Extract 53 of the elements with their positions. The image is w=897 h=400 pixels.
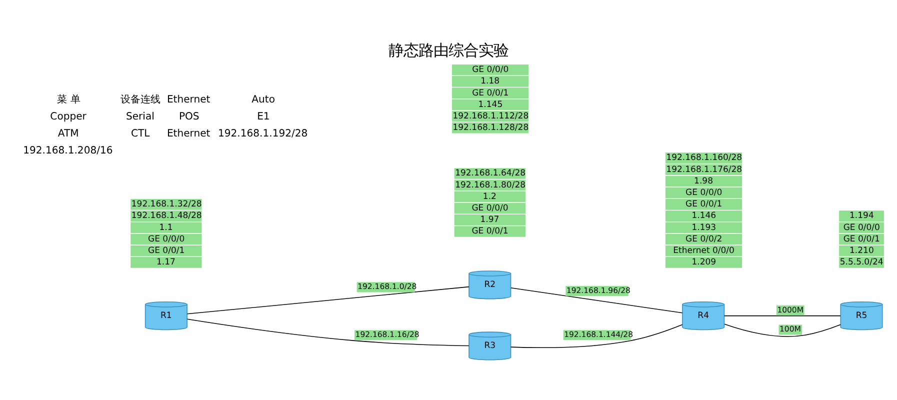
edge-label: 192.168.1.144/28 [564, 330, 634, 340]
edge-label: 1000M [777, 305, 804, 314]
node-label: 1.194 [850, 211, 874, 222]
label: 菜 单 [57, 94, 80, 106]
node-label: 192.168.1.32/28 [131, 200, 202, 210]
node-label: 1.1 [159, 222, 173, 233]
label: ATM [58, 128, 79, 140]
node-label: 192.168.1.160/28 [666, 153, 742, 164]
node-label: 192.168.1.176/28 [666, 164, 742, 175]
node-label: 1.97 [480, 215, 500, 226]
node-label: 192.168.1.128/28 [452, 123, 529, 134]
node-label: GE 0/0/1 [686, 200, 722, 210]
node-label: GE 0/0/1 [148, 246, 185, 256]
node-label: GE 0/0/0 [472, 203, 508, 214]
edge-label: 192.168.1.0/28 [358, 282, 417, 292]
edge-label: 192.168.1.96/28 [566, 286, 630, 296]
node-label: 1.210 [850, 246, 874, 256]
node-label: 5.5.5.0/24 [840, 258, 884, 268]
node-label: 1.146 [692, 211, 716, 222]
node-label: 192.168.1.48/28 [131, 211, 202, 222]
node-label: 1.2 [482, 192, 496, 202]
label: 设备连线 [120, 94, 161, 106]
label: Ethernet [166, 128, 210, 140]
node-label: GE 0/0/1 [843, 234, 880, 244]
label: POS [178, 112, 200, 123]
edge-label: 192.168.1.16/28 [355, 330, 420, 340]
label: Copper [50, 112, 86, 123]
node-label: 1.209 [692, 258, 716, 268]
label: Auto [252, 94, 275, 106]
node-label: GE 0/0/0 [472, 65, 509, 76]
node-label: 192.168.1.112/28 [452, 111, 529, 122]
node-label: 1.193 [692, 222, 716, 233]
node-label: 1.17 [156, 258, 176, 268]
node-label: 1.98 [694, 176, 713, 186]
label: E1 [257, 112, 270, 123]
edge-label: 100M [780, 324, 801, 334]
node-label: GE 0/0/0 [148, 234, 185, 244]
label: CTL [131, 128, 150, 140]
node-label: GE 0/0/1 [472, 88, 509, 98]
node-label: GE 0/0/0 [843, 222, 880, 233]
node-label: 1.145 [478, 100, 503, 110]
diagram-title: 静态路由综合实验 [388, 42, 508, 60]
node-label: 1.18 [480, 76, 500, 87]
node-label: 192.168.1.64/28 [455, 168, 526, 179]
node-label: GE 0/0/2 [686, 234, 722, 244]
node-label: GE 0/0/0 [686, 188, 722, 198]
label: 192.168.1.208/16 [23, 146, 113, 157]
node-label: Ethernet 0/0/0 [673, 246, 734, 256]
label: 192.168.1.192/28 [218, 128, 308, 140]
node-label: GE 0/0/1 [472, 226, 508, 237]
node-label: 192.168.1.80/28 [455, 180, 526, 190]
label: Ethernet [166, 94, 210, 106]
label: Serial [126, 112, 154, 123]
